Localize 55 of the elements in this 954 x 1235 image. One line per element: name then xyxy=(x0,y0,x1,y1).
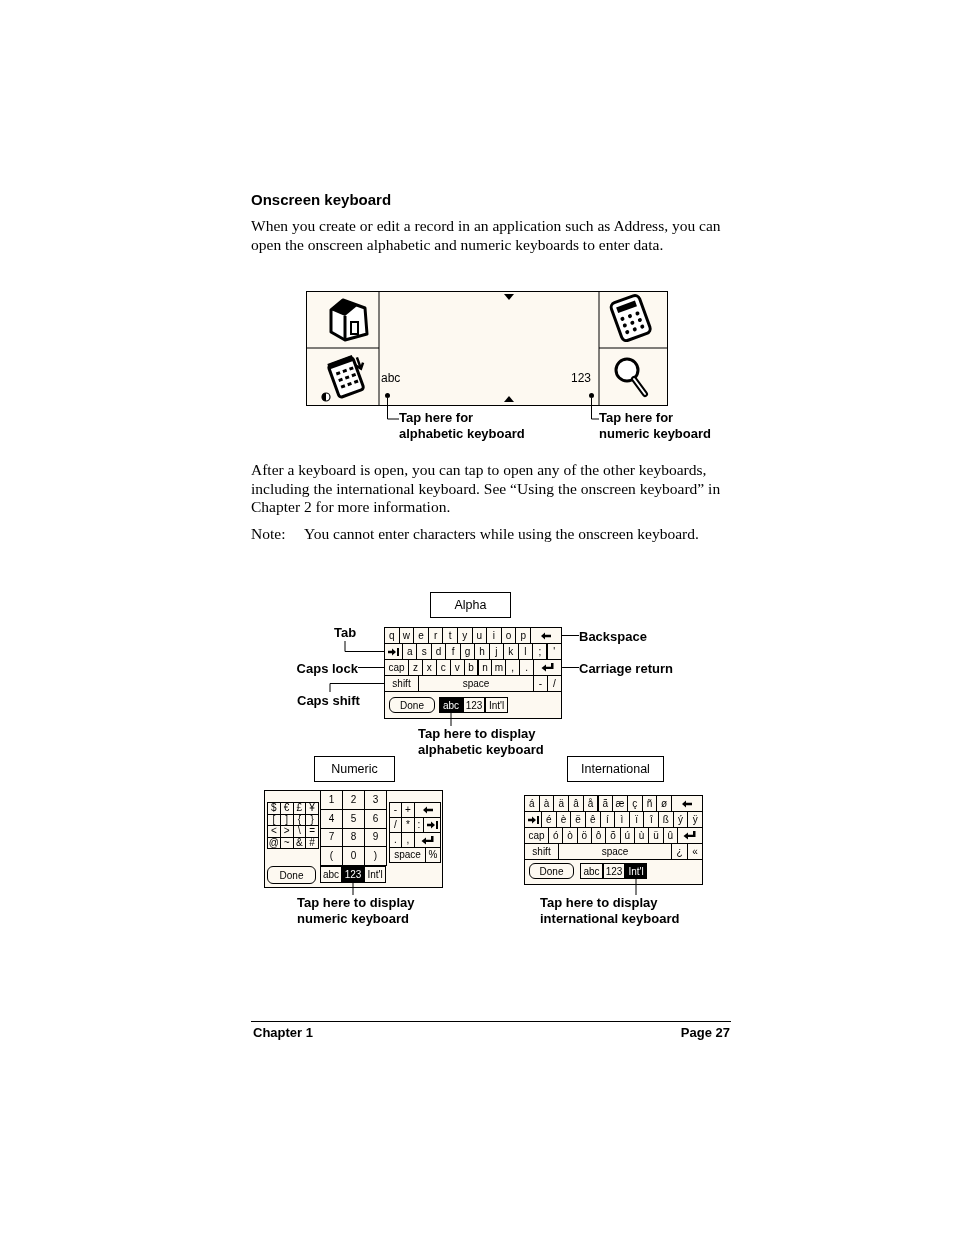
keyboard-key: $ xyxy=(267,802,281,815)
keyboard-key: ( xyxy=(320,846,343,866)
keyboard-tab-selected: Int'l xyxy=(625,863,647,879)
keyboard-key: ) xyxy=(364,846,387,866)
body-paragraph: After a keyboard is open, you can tap to open any of the other keyboards, including the international keyboard. See “Using the onscreen keyboard” in Chapter 2 for more information. xyxy=(251,461,721,517)
keyboard-panel xyxy=(524,795,703,885)
keyboard-tab: abc xyxy=(320,866,342,883)
callout-text: Caps lock xyxy=(288,660,358,677)
keyboard-title-box: International xyxy=(567,756,664,782)
keyboard-tab: abc xyxy=(580,863,603,879)
done-button: Done xyxy=(529,863,574,879)
keyboard-panel xyxy=(384,627,562,719)
callout-text: Tap here to display alphabetic keyboard xyxy=(418,726,563,760)
callout-text: Carriage return xyxy=(579,660,689,677)
callout-text: Caps shift xyxy=(297,692,372,709)
keyboard-tab: 123 xyxy=(603,863,625,879)
section-heading: Onscreen keyboard xyxy=(251,191,392,208)
leader-line xyxy=(635,878,637,896)
leader-line xyxy=(344,640,385,652)
keyboard-tab-selected: abc xyxy=(439,697,463,713)
callout-text: Tap here to display international keyboard xyxy=(540,895,700,929)
keyboard-tab: Int'l xyxy=(485,697,508,713)
callout-text: Tab xyxy=(334,624,360,641)
body-paragraph: When you create or edit a record in an application such as Address, you can open the onscreen alphabetic and numeric keyboards to enter data. xyxy=(251,217,721,254)
footer-text: Chapter 1 xyxy=(253,1025,314,1040)
leader-line xyxy=(591,397,600,420)
keyboard-tab: Int'l xyxy=(364,866,386,883)
silkscreen-panel xyxy=(306,291,668,406)
callout-text: Tap here for numeric keyboard xyxy=(599,410,719,444)
leader-line xyxy=(561,667,580,668)
keyboard-tab: 123 xyxy=(463,697,485,713)
done-button: Done xyxy=(267,866,316,884)
silkscreen-label: abc xyxy=(381,372,407,398)
keyboard-key: space xyxy=(389,847,426,863)
keyboard-key: % xyxy=(425,847,441,863)
footer-text: Page 27 xyxy=(679,1025,730,1040)
leader-line xyxy=(450,712,452,727)
leader-line xyxy=(352,882,354,896)
done-button: Done xyxy=(389,697,435,713)
keyboard-panel xyxy=(264,790,443,888)
silkscreen-label: 123 xyxy=(571,372,597,398)
keyboard-title-box: Alpha xyxy=(430,592,511,618)
leader-line xyxy=(329,683,385,693)
keyboard-tab-selected: 123 xyxy=(342,866,364,883)
keyboard-key xyxy=(414,802,441,818)
keyboard-key: ¥ xyxy=(305,802,319,815)
keyboard-title-box: Numeric xyxy=(314,756,395,782)
callout-text: Backspace xyxy=(579,628,659,645)
note-text: You cannot enter characters while using the onscreen keyboard. xyxy=(304,525,700,544)
callout-text: Tap here for alphabetic keyboard xyxy=(399,410,539,444)
leader-line xyxy=(357,667,385,668)
callout-text: Tap here to display numeric keyboard xyxy=(297,895,432,929)
leader-line xyxy=(387,397,400,420)
leader-line xyxy=(561,635,580,636)
note-label: Note: xyxy=(251,525,287,544)
